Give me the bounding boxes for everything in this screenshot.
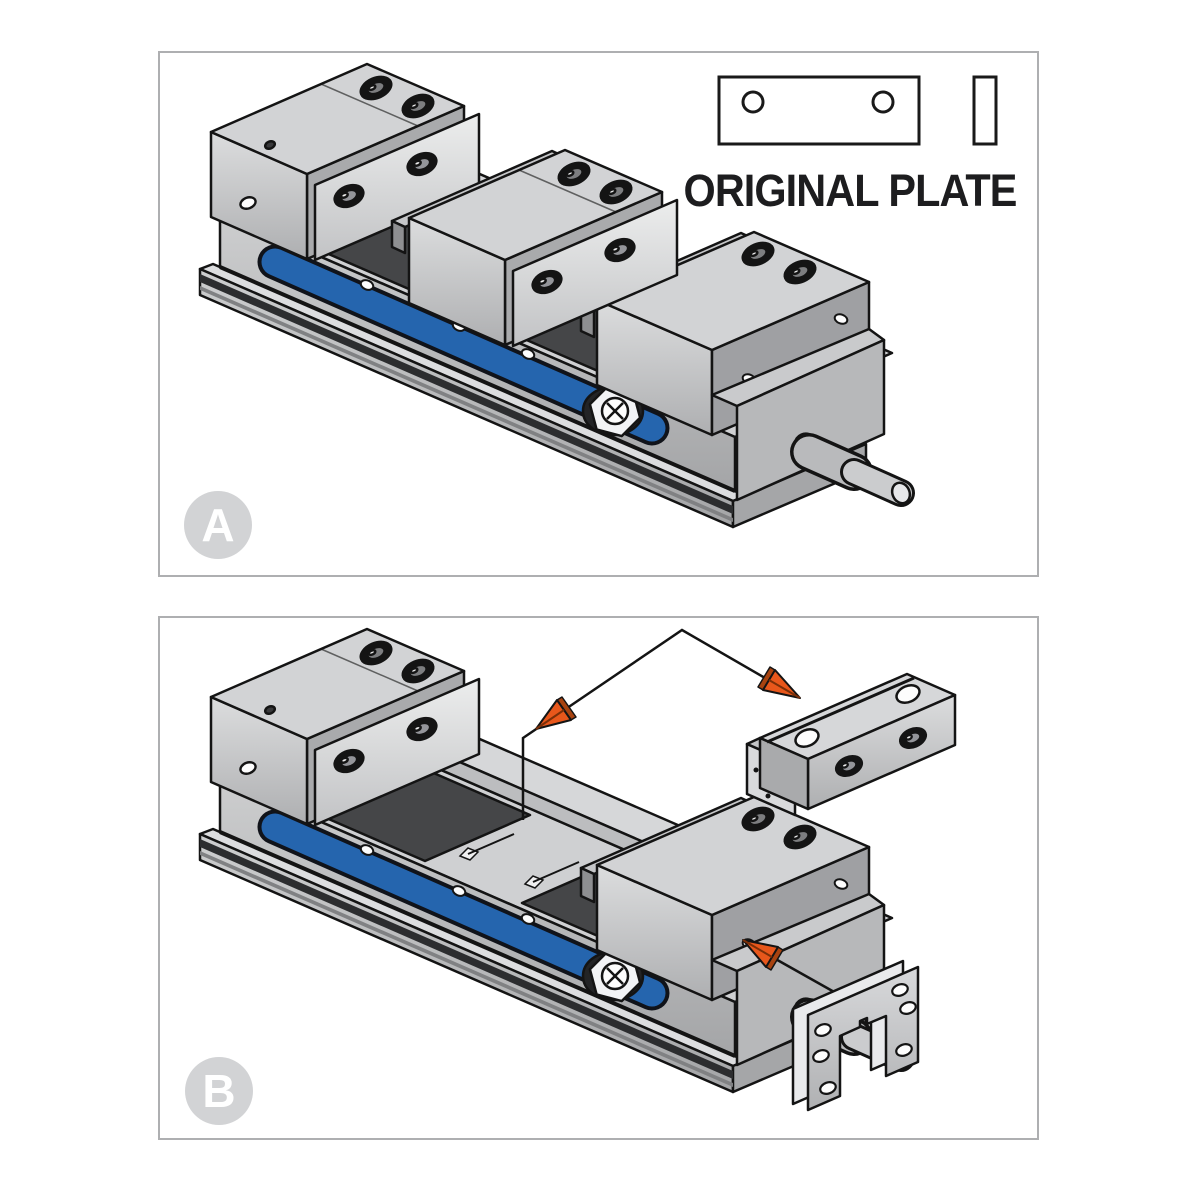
figure-panel-a: ORIGINAL PLATE A xyxy=(158,51,1039,577)
exploded-arrow-to-spindle-icon xyxy=(742,939,784,971)
machine-vise-illustration-b xyxy=(160,618,957,1112)
panel-a-badge: A xyxy=(184,491,252,559)
end-mounting-bracket-component xyxy=(791,959,920,1112)
original-plate-caption: ORIGINAL PLATE xyxy=(683,165,1018,216)
exploded-arrow-to-vise-icon xyxy=(535,696,577,730)
machine-vise-illustration-a xyxy=(160,53,998,575)
jaw-mounting-slots xyxy=(458,833,580,889)
leader-line-jaw-block xyxy=(521,628,773,820)
exploded-arrow-to-jaw-block-icon xyxy=(757,666,801,699)
original-plate-side-view xyxy=(972,75,998,146)
removed-jaw-block-component xyxy=(745,672,957,817)
panel-b-badge: B xyxy=(185,1057,253,1125)
figure-panel-b: B xyxy=(158,616,1039,1140)
original-plate-front-view xyxy=(717,75,921,146)
movable-center-jaw-block xyxy=(390,148,679,348)
